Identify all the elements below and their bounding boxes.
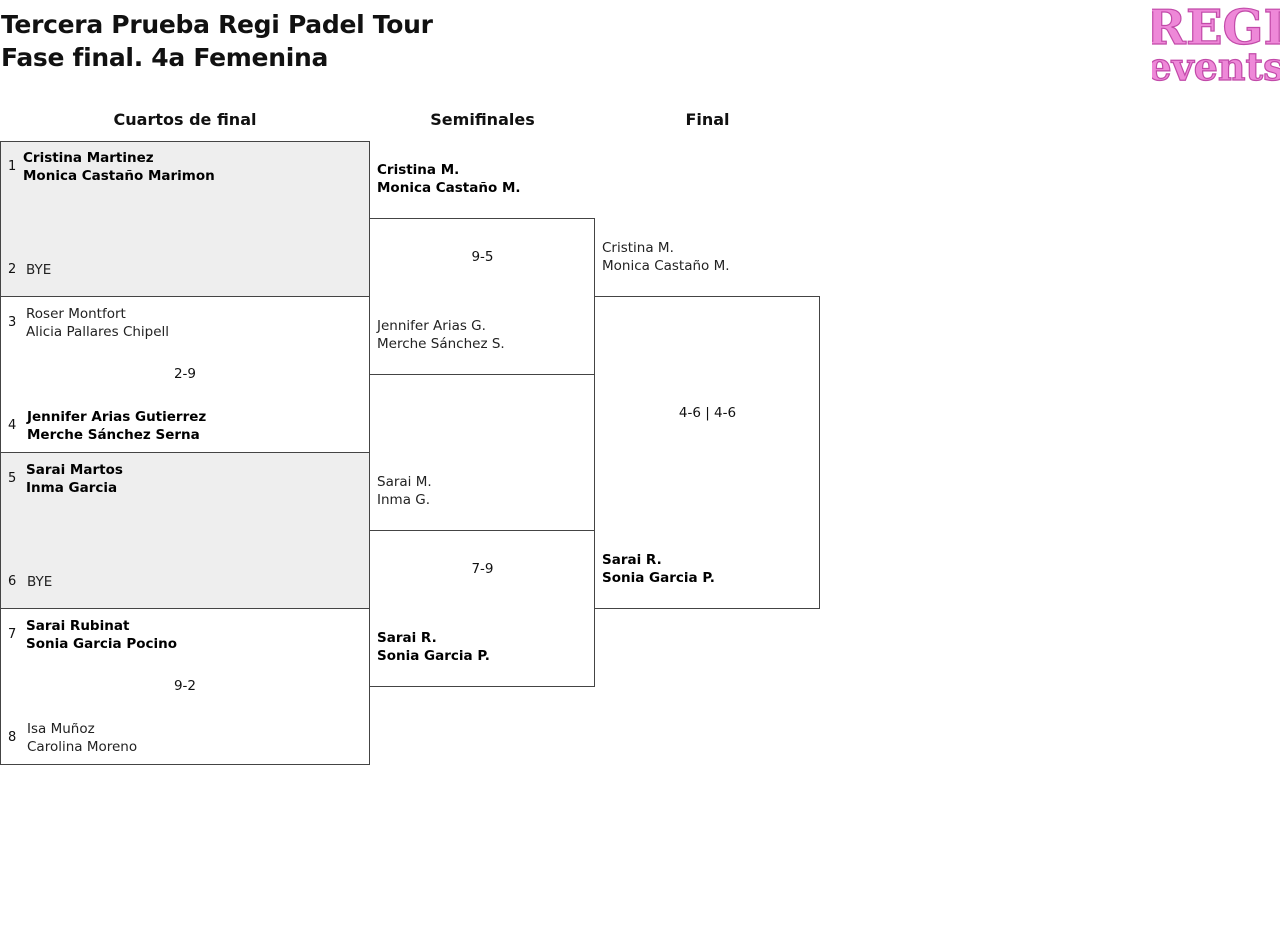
player-name: Monica Castaño M. [602, 258, 730, 274]
seed-number: 4 [8, 418, 17, 433]
player-name: Inma Garcia [26, 480, 118, 496]
sf2-team-a: Sarai M. Inma G. [377, 473, 432, 509]
seed-number: 2 [8, 262, 17, 277]
player-name: Sarai Martos [26, 462, 123, 478]
page-subtitle: Fase final. 4a Femenina [1, 43, 329, 72]
player-name: Cristina M. [377, 162, 460, 178]
player-name: Sonia Garcia P. [377, 648, 490, 664]
qf2-score: 2-9 [173, 366, 197, 382]
player-name: Monica Castaño Marimon [23, 168, 215, 184]
qf-match-3 [0, 452, 370, 609]
player-name: Monica Castaño M. [377, 180, 521, 196]
qf3-team-b: BYE [27, 573, 52, 591]
qf-match-1 [0, 141, 370, 297]
qf4-score: 9-2 [173, 678, 197, 694]
final-match [594, 296, 820, 609]
qf3-team-a: Sarai Martos Inma Garcia [26, 461, 123, 497]
player-name: Alicia Pallares Chipell [26, 324, 170, 340]
player-name: Inma G. [377, 492, 431, 508]
sf2-score: 7-9 [471, 561, 494, 577]
player-name: Merche Sánchez S. [377, 336, 505, 352]
sf2-team-b: Sarai R. Sonia Garcia P. [377, 629, 490, 665]
player-name: Carolina Moreno [27, 739, 138, 755]
qf2-team-a: Roser Montfort Alicia Pallares Chipell [26, 305, 169, 341]
bye-label: BYE [27, 574, 53, 590]
sf1-team-a: Cristina M. Monica Castaño M. [377, 161, 521, 197]
bye-label: BYE [26, 262, 52, 278]
qf1-team-a: Cristina Martinez Monica Castaño Marimon [23, 149, 215, 185]
qf4-team-a: Sarai Rubinat Sonia Garcia Pocino [26, 617, 177, 653]
page-title: Tercera Prueba Regi Padel Tour [1, 10, 433, 39]
player-name: Jennifer Arias Gutierrez [27, 409, 207, 425]
player-name: Sarai M. [377, 474, 432, 490]
seed-number: 5 [8, 471, 17, 486]
player-name: Sarai Rubinat [26, 618, 130, 634]
final-team-b: Sarai R. Sonia Garcia P. [602, 551, 715, 587]
round-heading-quarterfinals: Cuartos de final [113, 110, 257, 129]
round-heading-final: Final [685, 110, 730, 129]
player-name: Sarai R. [602, 552, 662, 568]
player-name: Sarai R. [377, 630, 437, 646]
player-name: Cristina Martinez [23, 150, 154, 166]
sf1-score: 9-5 [471, 249, 494, 265]
player-name: Merche Sánchez Serna [27, 427, 200, 443]
seed-number: 3 [8, 315, 17, 330]
player-name: Cristina M. [602, 240, 674, 256]
qf2-team-b: Jennifer Arias Gutierrez Merche Sánchez … [27, 408, 206, 444]
final-team-a: Cristina M. Monica Castaño M. [602, 239, 730, 275]
player-name: Isa Muñoz [27, 721, 95, 737]
svg-text:REGI: REGI [1152, 0, 1280, 56]
seed-number: 6 [8, 574, 17, 589]
svg-text:events: events [1152, 44, 1280, 84]
qf1-team-b: BYE [26, 261, 51, 279]
player-name: Sonia Garcia P. [602, 570, 715, 586]
seed-number: 1 [8, 159, 17, 174]
regi-events-logo: REGI events [1152, 0, 1280, 84]
seed-number: 8 [8, 730, 17, 745]
round-heading-semifinals: Semifinales [430, 110, 535, 129]
final-score: 4-6 | 4-6 [678, 405, 737, 421]
sf1-team-b: Jennifer Arias G. Merche Sánchez S. [377, 317, 505, 353]
player-name: Jennifer Arias G. [377, 318, 486, 334]
seed-number: 7 [8, 627, 17, 642]
player-name: Roser Montfort [26, 306, 126, 322]
player-name: Sonia Garcia Pocino [26, 636, 178, 652]
qf4-team-b: Isa Muñoz Carolina Moreno [27, 720, 137, 756]
